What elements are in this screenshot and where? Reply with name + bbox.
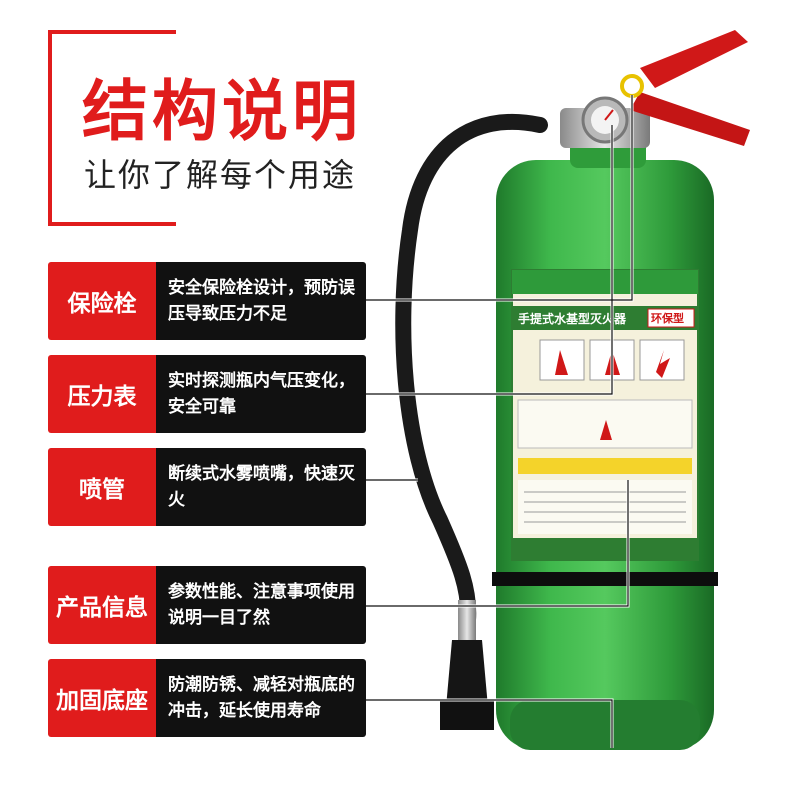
- page-title: 结构说明: [82, 73, 362, 150]
- callout-tag: 加固底座: [48, 659, 156, 737]
- handle: [640, 30, 748, 88]
- callout-desc: 实时探测瓶内气压变化，安全可靠: [156, 355, 366, 433]
- label-title: 手提式水基型灭火器: [518, 311, 627, 326]
- callout-hose: 喷管 断续式水雾喷嘴，快速灭火: [48, 448, 366, 526]
- header-frame-bottom: [48, 222, 176, 226]
- header-frame-top: [48, 30, 176, 34]
- safety-pin: [620, 74, 644, 98]
- callout-tag: 产品信息: [48, 566, 156, 644]
- callout-desc: 断续式水雾喷嘴，快速灭火: [156, 448, 366, 526]
- callout-product-info: 产品信息 参数性能、注意事项使用说明一目了然: [48, 566, 366, 644]
- callout-safety-pin: 保险栓 安全保险栓设计，预防误压导致压力不足: [48, 262, 366, 340]
- callout-tag: 保险栓: [48, 262, 156, 340]
- tank-strap: [492, 572, 718, 586]
- callout-desc: 安全保险栓设计，预防误压导致压力不足: [156, 262, 366, 340]
- page-subtitle: 让你了解每个用途: [84, 156, 357, 194]
- header-frame-left: [48, 30, 52, 226]
- callout-desc: 参数性能、注意事项使用说明一目了然: [156, 566, 366, 644]
- hose: [395, 113, 548, 628]
- callout-tag: 压力表: [48, 355, 156, 433]
- callout-desc: 防潮防锈、减轻对瓶底的冲击，延长使用寿命: [156, 659, 366, 737]
- callout-tag: 喷管: [48, 448, 156, 526]
- nozzle-pipe: [458, 600, 476, 640]
- callout-base: 加固底座 防潮防锈、减轻对瓶底的冲击，延长使用寿命: [48, 659, 366, 737]
- callout-pressure-gauge: 压力表 实时探测瓶内气压变化，安全可靠: [48, 355, 366, 433]
- label-type: 环保型: [651, 311, 684, 325]
